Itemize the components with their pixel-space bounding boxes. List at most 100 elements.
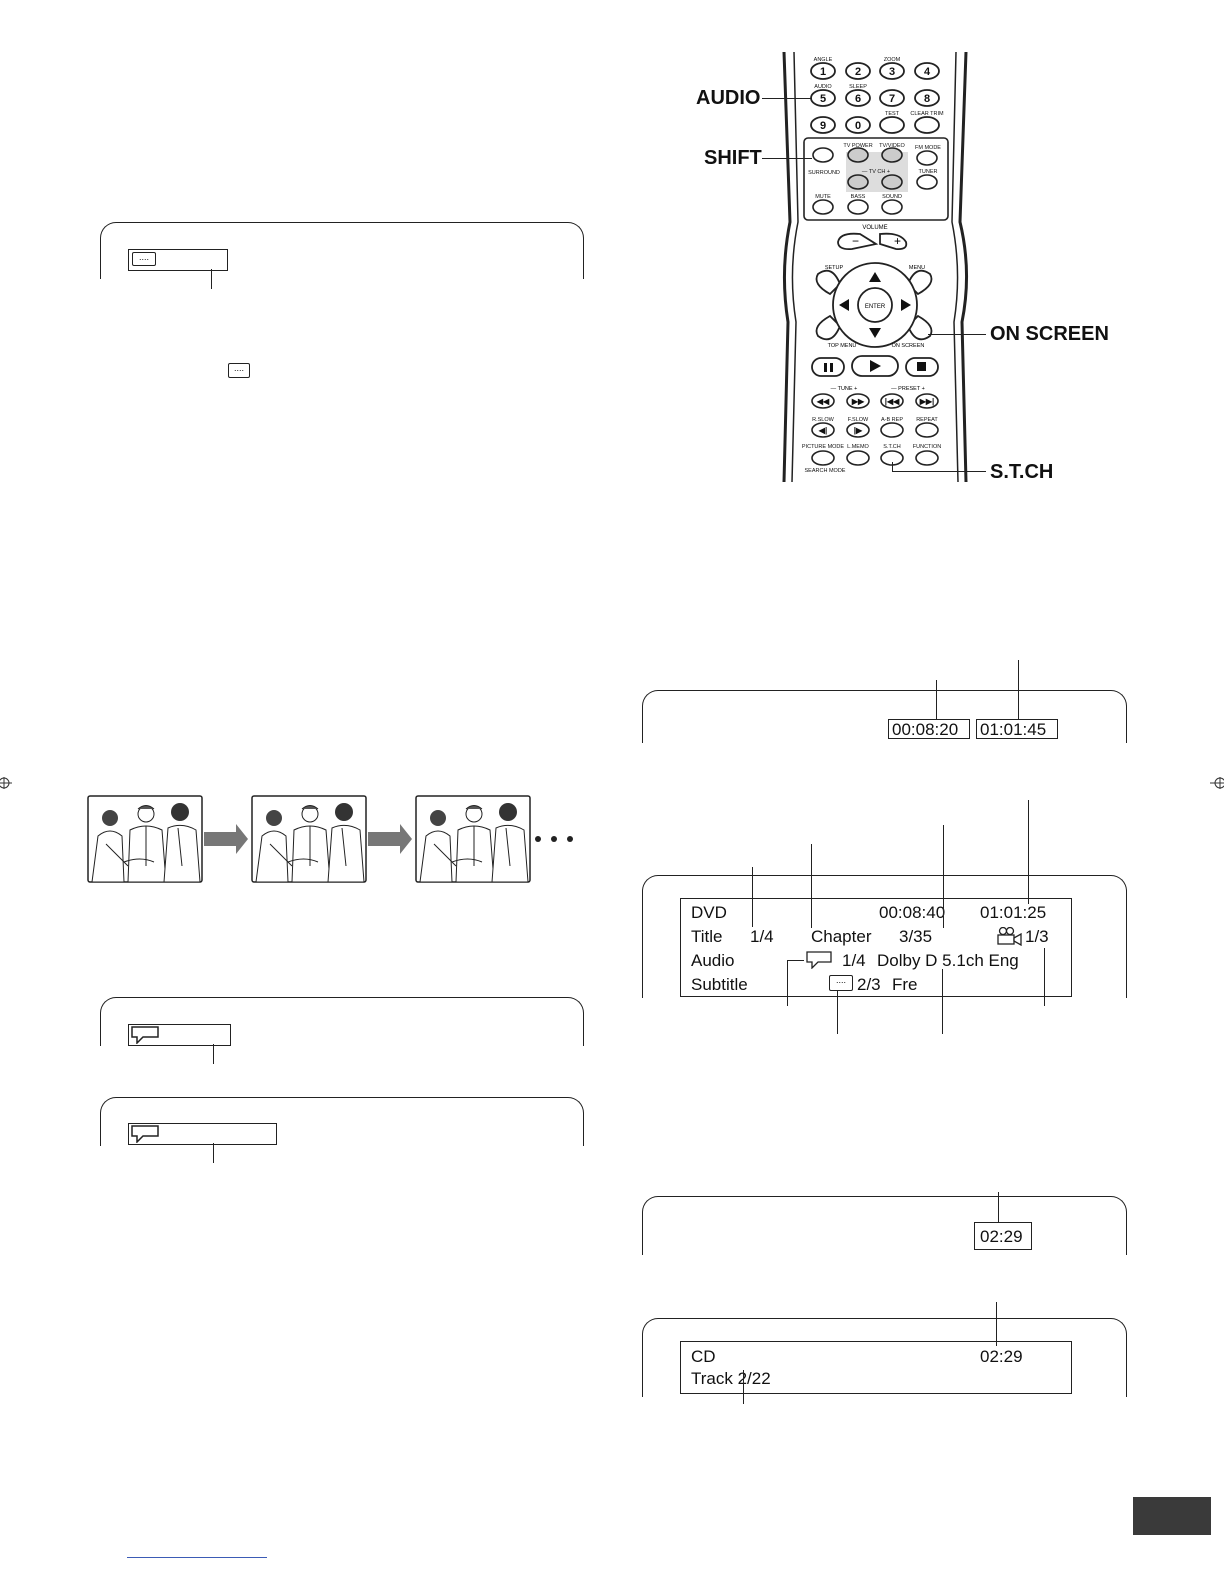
cd-time-box	[974, 1222, 1032, 1250]
angle-pictures	[87, 795, 573, 883]
callout-audio-line	[762, 98, 812, 100]
key-label-picture-mode: PICTURE MODE	[802, 444, 845, 450]
key-label-volume: VOLUME	[862, 225, 887, 231]
dvd-subtitle-language: Fre	[892, 975, 918, 994]
up-arrow-icon	[869, 272, 881, 282]
audio-display-box-2	[128, 1123, 277, 1145]
key-0: 0	[855, 120, 861, 132]
elapsed-time: 00:08:20	[892, 720, 959, 739]
dvd-status-screen-frame	[642, 875, 1127, 998]
elapsed-callout-line	[936, 680, 938, 720]
dvd-angle-value: 1/3	[1025, 927, 1049, 946]
dvd-audio-label: Audio	[691, 951, 735, 970]
key-label-repeat: REPEAT	[916, 417, 938, 423]
dvd-elapsed-callout-line	[943, 825, 945, 928]
key-label-stch: S.T.CH	[883, 444, 900, 450]
down-arrow-icon	[869, 328, 881, 338]
remaining-time: 01:01:45	[980, 720, 1047, 739]
right-arrow-icon	[901, 299, 911, 311]
key-label-tune: — TUNE +	[831, 386, 858, 392]
dvd-chapter-label: Chapter	[811, 927, 872, 946]
cd-status-time: 02:29	[980, 1347, 1023, 1366]
bottom-rule	[127, 1557, 267, 1559]
left-arrow-icon	[839, 299, 849, 311]
fast-forward-icon: ▶▶	[851, 397, 865, 406]
cd-time-screen-frame	[642, 1196, 1127, 1255]
page-tab-marker	[1133, 1497, 1211, 1535]
dvd-remaining: 01:01:25	[980, 903, 1047, 922]
key-label-function: FUNCTION	[913, 444, 941, 450]
key-label-top-menu: TOP MENU	[828, 343, 857, 349]
angle-callout-line	[1044, 948, 1046, 1006]
key-label-zoom: ZOOM	[884, 57, 901, 63]
time-screen-frame	[642, 690, 1127, 743]
remaining-callout-line	[1018, 660, 1020, 720]
chapter-callout-line	[811, 844, 813, 928]
callout-audio: AUDIO	[696, 87, 761, 109]
reverse-slow-icon: ◀|	[818, 426, 827, 435]
audio-icon	[131, 1026, 159, 1044]
cd-status-time-callout-line	[996, 1302, 998, 1346]
skip-back-icon: |◀◀	[885, 397, 900, 406]
dvd-title-label: Title	[691, 927, 723, 946]
inline-subtitle-icon: ....	[228, 363, 250, 378]
key-label-bass: BASS	[851, 194, 866, 200]
key-label-tuner: TUNER	[919, 169, 938, 175]
cd-status-box	[680, 1341, 1072, 1394]
callout-shift: SHIFT	[704, 147, 762, 169]
callout-shift-line	[762, 158, 812, 160]
key-label-test: TEST	[885, 111, 900, 117]
callout-stch-line	[892, 471, 986, 473]
key-label-r-slow: R.SLOW	[812, 417, 835, 423]
key-8: 8	[924, 93, 930, 105]
registration-mark-right	[1210, 777, 1224, 789]
key-label-preset: — PRESET +	[891, 386, 925, 392]
key-label-on-screen: ON SCREEN	[892, 343, 925, 349]
key-5: 5	[820, 93, 826, 105]
audio-screen-frame-2	[100, 1097, 584, 1146]
forward-slow-icon: |▶	[854, 426, 863, 435]
title-callout-line	[752, 867, 754, 927]
callout-stch: S.T.CH	[990, 461, 1054, 483]
key-label-fm-mode: FM MODE	[915, 145, 941, 151]
audio-callout-hline	[787, 960, 804, 962]
key-label-clear-trim: CLEAR TRIM	[910, 111, 944, 117]
remaining-time-box	[976, 719, 1058, 739]
elapsed-time-box	[888, 719, 970, 739]
key-3: 3	[889, 66, 895, 78]
key-6: 6	[855, 93, 861, 105]
dvd-subtitle-value: 2/3	[857, 975, 881, 994]
dvd-subtitle-label: Subtitle	[691, 975, 748, 994]
key-label-surround: SURROUND	[808, 170, 840, 176]
key-label-search-mode: SEARCH MODE	[805, 468, 846, 474]
key-label-f-slow: F.SLOW	[848, 417, 869, 423]
cd-disc-type: CD	[691, 1347, 716, 1366]
play-icon	[870, 360, 881, 372]
subtitle-callout-line	[211, 269, 213, 289]
subtitle-icon: ....	[829, 975, 853, 991]
key-label-setup: SETUP	[825, 265, 844, 271]
rewind-icon: ◀◀	[816, 397, 830, 406]
key-label-mute: MUTE	[815, 194, 831, 200]
key-label-tv-power: TV POWER	[843, 143, 872, 149]
key-label-menu: MENU	[909, 265, 925, 271]
key-label-angle: ANGLE	[814, 57, 833, 63]
callout-stch-vline	[892, 462, 894, 472]
audio-callout-line-2	[213, 1143, 215, 1163]
audio-format-callout-line	[942, 969, 944, 1034]
key-1: 1	[820, 66, 826, 78]
audio-callout-line-1	[213, 1044, 215, 1064]
cd-track: Track 2/22	[691, 1369, 771, 1388]
key-9: 9	[820, 120, 826, 132]
dvd-elapsed: 00:08:40	[879, 903, 946, 922]
remote-control-illustration: 1 2 3 4 5 6 7 8 9 0 ANGLE ZOOM AUDIO SLE…	[782, 52, 969, 482]
cd-time-callout-line	[998, 1192, 1000, 1222]
subtitle-callout-line	[837, 990, 839, 1034]
dvd-remaining-callout-line	[1028, 800, 1030, 904]
cd-time: 02:29	[980, 1227, 1023, 1246]
callout-on-screen-line	[928, 334, 986, 336]
camera-angle-icon	[997, 927, 1022, 946]
skip-forward-icon: ▶▶|	[919, 397, 935, 406]
callout-on-screen: ON SCREEN	[990, 323, 1109, 345]
dvd-title-value: 1/4	[750, 927, 774, 946]
